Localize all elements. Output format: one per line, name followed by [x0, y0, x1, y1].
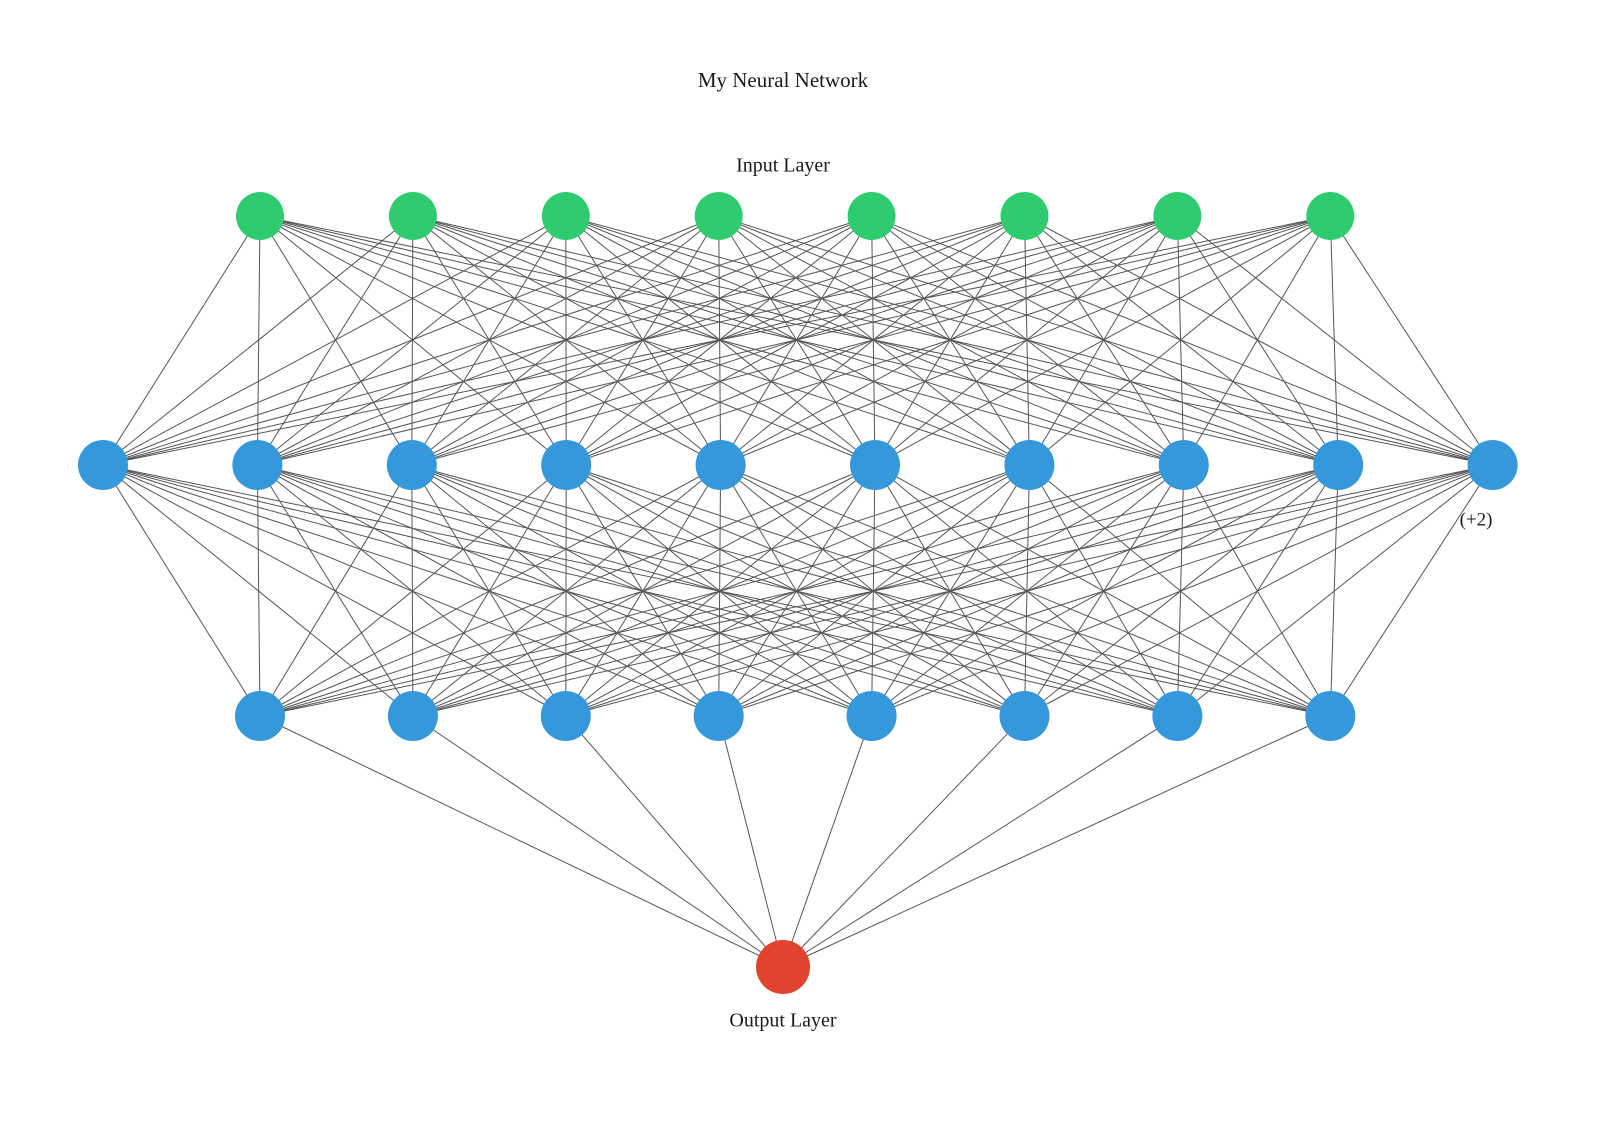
edge-hidden-1-8-to-hidden-2-0: [260, 465, 1338, 716]
node-hidden-2-3[interactable]: [540, 691, 591, 741]
edge-input-7-to-hidden-1-4: [721, 216, 1331, 465]
edge-hidden-2-0-to-output-0: [260, 716, 783, 967]
edge-hidden-1-3-to-hidden-2-0: [260, 465, 566, 716]
edge-input-5-to-hidden-1-9: [1025, 216, 1493, 465]
node-input-6[interactable]: [1000, 192, 1049, 240]
node-input-2[interactable]: [388, 192, 437, 240]
edge-input-5-to-hidden-1-0: [103, 216, 1025, 465]
node-hidden-1-6[interactable]: [850, 440, 900, 490]
edge-hidden-1-0-to-hidden-2-0: [103, 465, 260, 716]
node-hidden-1-4[interactable]: [541, 440, 592, 490]
node-hidden-1-8[interactable]: [1158, 440, 1209, 490]
node-hidden-1-2[interactable]: [232, 440, 283, 490]
edge-hidden-1-2-to-hidden-2-0: [260, 465, 412, 716]
edge-input-3-to-hidden-1-7: [719, 216, 1184, 465]
nodes-group: [78, 192, 1518, 994]
page-title: My Neural Network: [698, 68, 869, 92]
edge-input-0-to-hidden-1-4: [260, 216, 721, 465]
node-output-1[interactable]: [756, 940, 810, 994]
edge-hidden-1-1-to-hidden-2-0: [257, 465, 260, 716]
edge-hidden-2-4-to-output-0: [783, 716, 872, 967]
output-layer-label: Output Layer: [729, 1010, 837, 1032]
edge-hidden-2-7-to-output-0: [783, 716, 1330, 967]
node-hidden-1-5[interactable]: [695, 440, 746, 490]
edge-input-7-to-hidden-1-1: [257, 216, 1330, 465]
edge-hidden-1-7-to-hidden-2-0: [260, 465, 1184, 716]
node-hidden-1-9[interactable]: [1313, 440, 1364, 490]
edge-input-4-to-hidden-1-0: [103, 216, 872, 465]
edge-input-3-to-hidden-1-0: [103, 216, 719, 465]
node-hidden-2-8[interactable]: [1305, 691, 1356, 741]
edge-hidden-1-9-to-hidden-2-0: [260, 465, 1493, 716]
edge-input-1-to-hidden-1-0: [103, 216, 413, 465]
edge-input-7-to-hidden-1-0: [103, 216, 1330, 465]
edge-hidden-1-6-to-hidden-2-0: [260, 465, 1029, 716]
node-input-7[interactable]: [1153, 192, 1202, 240]
edge-hidden-1-4-to-hidden-2-0: [260, 465, 721, 716]
node-hidden-1-1[interactable]: [78, 440, 128, 490]
edge-hidden-1-9-to-hidden-2-1: [413, 465, 1493, 716]
edge-input-7-to-hidden-1-6: [1029, 216, 1330, 465]
node-hidden-2-1[interactable]: [235, 691, 285, 741]
edge-input-1-to-hidden-1-5: [413, 216, 875, 465]
node-hidden-1-7[interactable]: [1004, 440, 1055, 490]
edge-hidden-1-9-to-hidden-2-4: [872, 465, 1493, 716]
node-input-5[interactable]: [847, 192, 896, 240]
edge-hidden-1-5-to-hidden-2-0: [260, 465, 875, 716]
node-hidden-2-5[interactable]: [846, 691, 897, 741]
edge-hidden-2-1-to-output-0: [413, 716, 783, 967]
node-hidden-2-2[interactable]: [387, 691, 438, 741]
edge-input-7-to-hidden-1-2: [412, 216, 1331, 465]
node-input-1[interactable]: [236, 192, 284, 240]
input-layer-label: Input Layer: [736, 155, 830, 177]
edge-input-4-to-hidden-1-8: [872, 216, 1339, 465]
edge-hidden-1-9-to-hidden-2-2: [566, 465, 1493, 716]
edges-group: [103, 216, 1493, 967]
edge-hidden-1-9-to-hidden-2-5: [1025, 465, 1493, 716]
edge-input-6-to-hidden-1-0: [103, 216, 1177, 465]
edge-hidden-2-3-to-output-0: [719, 716, 783, 967]
edge-input-7-to-hidden-1-7: [1184, 216, 1331, 465]
edge-hidden-1-4-to-hidden-2-6: [721, 465, 1178, 716]
edge-hidden-1-0-to-hidden-2-2: [103, 465, 566, 716]
node-hidden-1-10[interactable]: [1467, 440, 1518, 490]
edge-hidden-1-9-to-hidden-2-7: [1330, 465, 1492, 716]
edge-hidden-1-1-to-hidden-2-3: [257, 465, 718, 716]
edge-hidden-1-3-to-hidden-2-5: [566, 465, 1024, 716]
node-hidden-2-4[interactable]: [693, 691, 744, 741]
edge-input-7-to-hidden-1-3: [566, 216, 1330, 465]
edge-input-2-to-hidden-1-6: [566, 216, 1030, 465]
edge-input-7-to-hidden-1-9: [1330, 216, 1492, 465]
node-input-8[interactable]: [1306, 192, 1355, 240]
edge-hidden-2-2-to-output-0: [566, 716, 783, 967]
node-input-4[interactable]: [694, 192, 743, 240]
edge-input-7-to-hidden-1-8: [1330, 216, 1338, 465]
edge-hidden-2-5-to-output-0: [783, 716, 1025, 967]
node-hidden-2-7[interactable]: [1152, 691, 1203, 741]
edge-hidden-2-6-to-output-0: [783, 716, 1177, 967]
node-input-3[interactable]: [541, 192, 590, 240]
edge-input-0-to-hidden-1-0: [103, 216, 260, 465]
edge-input-2-to-hidden-1-0: [103, 216, 566, 465]
node-hidden-1-3[interactable]: [386, 440, 437, 490]
edge-hidden-1-9-to-hidden-2-6: [1177, 465, 1492, 716]
edge-hidden-1-5-to-hidden-2-7: [875, 465, 1330, 716]
node-hidden-2-6[interactable]: [999, 691, 1050, 741]
edge-input-7-to-hidden-1-5: [875, 216, 1330, 465]
edge-hidden-1-2-to-hidden-2-4: [412, 465, 872, 716]
edge-hidden-1-9-to-hidden-2-3: [719, 465, 1493, 716]
extra-nodes-note: (+2): [1460, 509, 1493, 530]
